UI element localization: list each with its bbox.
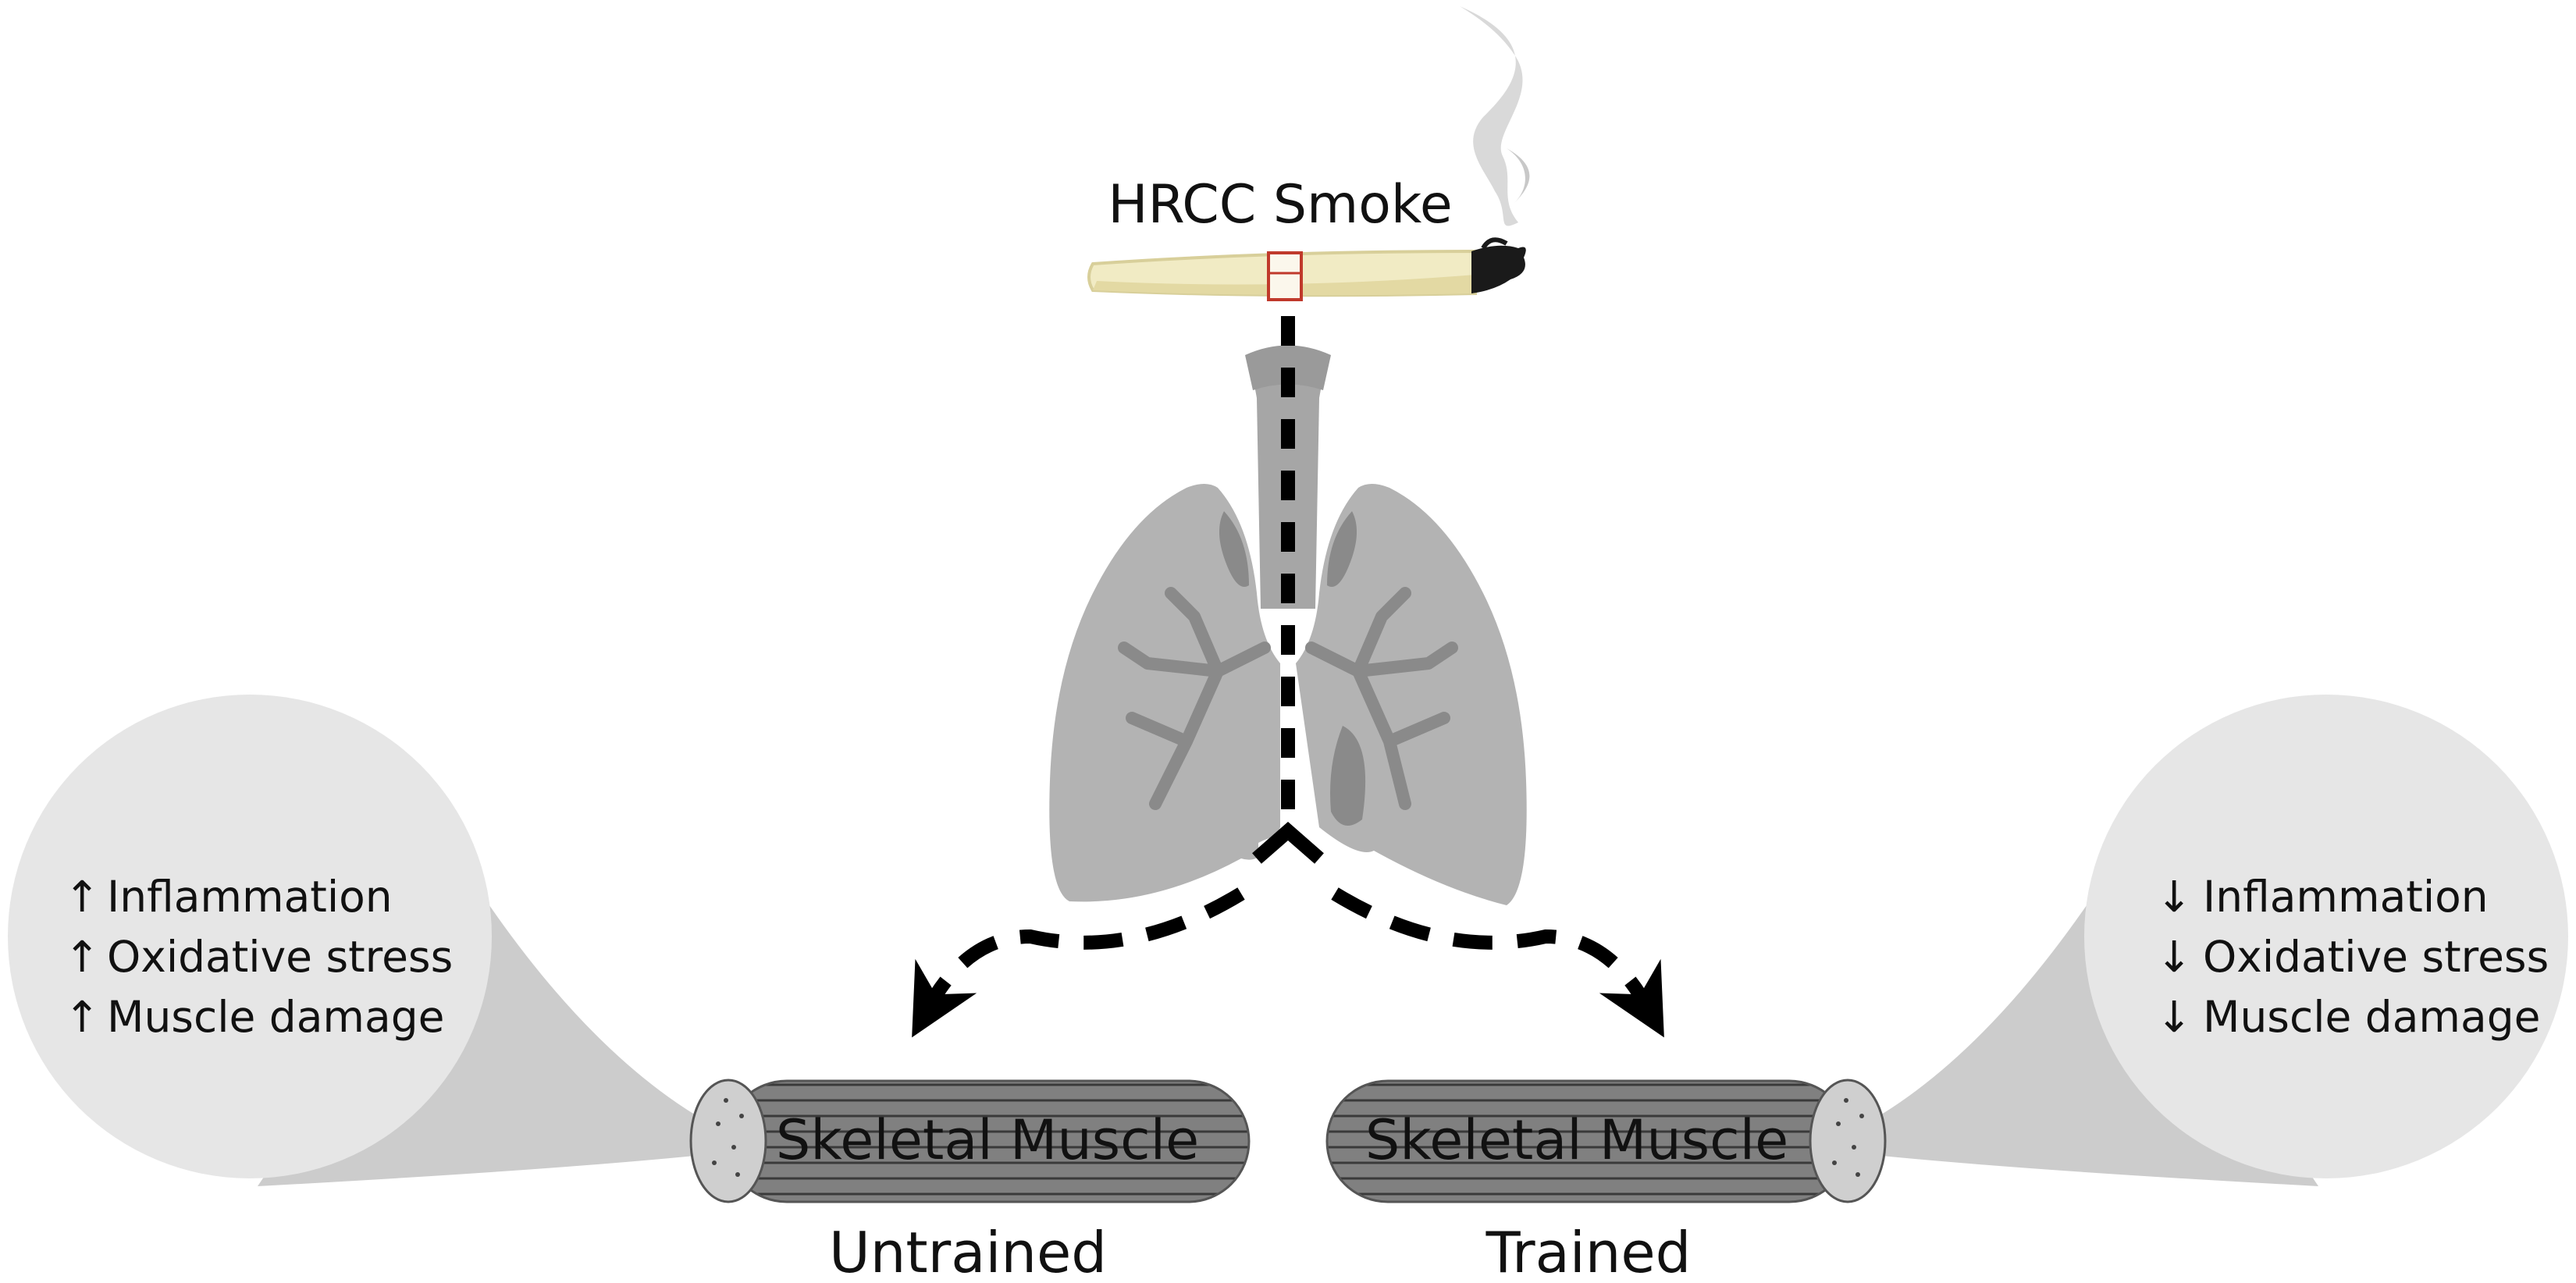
right-bubble bbox=[1866, 695, 2568, 1186]
right-effect-muscle-damage: Muscle damage bbox=[2203, 992, 2540, 1042]
right-muscle-label: Skeletal Muscle bbox=[1365, 1108, 1788, 1172]
right-effects-list: ↓ Inflammation ↓ Oxidative stress ↓ Musc… bbox=[2156, 872, 2549, 1042]
right-group-label: Trained bbox=[1485, 1220, 1692, 1279]
lungs-icon bbox=[1049, 345, 1527, 905]
arrow-to-trained bbox=[1331, 887, 1664, 1038]
left-group-label: Untrained bbox=[829, 1220, 1107, 1279]
smoke-icon bbox=[1460, 6, 1530, 226]
left-effect-inflammation: Inflammation bbox=[107, 872, 393, 922]
right-muscle: Skeletal Muscle Trained bbox=[1325, 1079, 1887, 1283]
left-muscle: Skeletal Muscle Untrained bbox=[689, 1079, 1251, 1283]
left-effect-arrow-icon: ↑ bbox=[64, 872, 100, 922]
right-effect-arrow-icon: ↓ bbox=[2156, 872, 2192, 922]
left-effect-muscle-damage: Muscle damage bbox=[107, 992, 444, 1042]
left-effect-arrow-icon: ↑ bbox=[64, 932, 100, 982]
right-effect-arrow-icon: ↓ bbox=[2156, 992, 2192, 1042]
title-label: HRCC Smoke bbox=[1108, 174, 1452, 236]
left-effect-arrow-icon: ↑ bbox=[64, 992, 100, 1042]
smoke-path-arrows bbox=[912, 316, 1664, 1038]
left-muscle-label: Skeletal Muscle bbox=[776, 1108, 1199, 1172]
right-effect-oxidative-stress: Oxidative stress bbox=[2203, 932, 2549, 982]
right-effect-arrow-icon: ↓ bbox=[2156, 932, 2192, 982]
arrow-to-untrained bbox=[912, 887, 1245, 1038]
cigarette-icon bbox=[1087, 237, 1526, 301]
left-effects-list: ↑ Inflammation ↑ Oxidative stress ↑ Musc… bbox=[64, 872, 453, 1042]
right-effect-inflammation: Inflammation bbox=[2203, 872, 2489, 922]
left-bubble bbox=[8, 695, 710, 1186]
left-effect-oxidative-stress: Oxidative stress bbox=[107, 932, 453, 982]
